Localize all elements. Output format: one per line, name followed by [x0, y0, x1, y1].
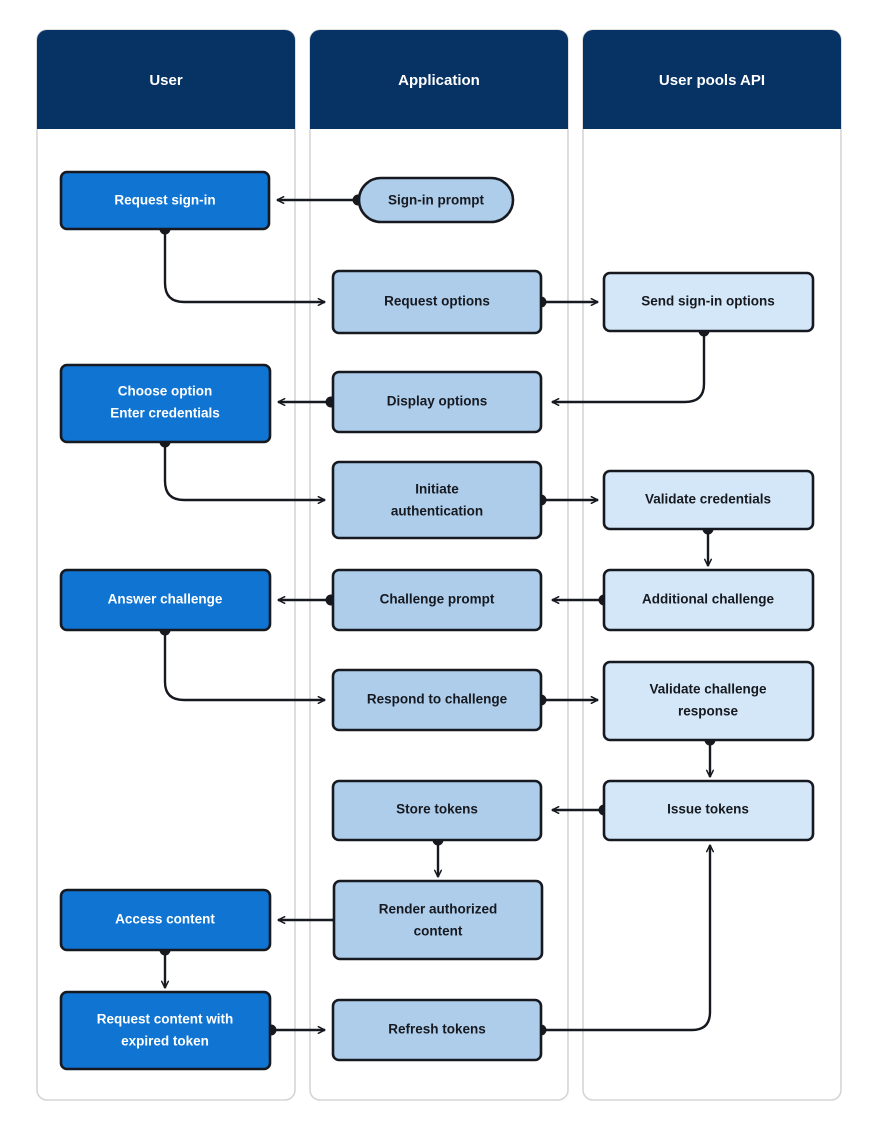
node-display-options[interactable]: Display options: [331, 370, 543, 434]
node-validate-credentials-label: Validate credentials: [645, 492, 771, 507]
node-request-options-label: Request options: [384, 294, 490, 309]
node-display-options-shape[interactable]: [331, 370, 543, 434]
node-request-content-with-expired-token-shape[interactable]: [59, 990, 272, 1071]
lane-api-body: [582, 29, 842, 1101]
node-send-sign-in-options-shape[interactable]: [602, 271, 815, 333]
node-store-tokens-shape[interactable]: [331, 779, 543, 842]
node-initiate-authentication-shape[interactable]: [331, 460, 543, 540]
node-request-sign-in-label: Request sign-in: [114, 193, 215, 208]
lane-application-header: [310, 30, 568, 129]
node-send-sign-in-options[interactable]: Send sign-in options: [602, 271, 815, 333]
node-issue-tokens-label: Issue tokens: [667, 802, 749, 817]
node-refresh-tokens-shape[interactable]: [331, 998, 543, 1062]
node-initiate-authentication-line-1: Initiate: [415, 482, 459, 497]
node-issue-tokens[interactable]: Issue tokens: [602, 779, 815, 842]
node-access-content[interactable]: Access content: [59, 888, 272, 952]
node-render-authorized-content[interactable]: Render authorized content: [332, 879, 544, 961]
node-validate-challenge-response-line-1: Validate challenge: [649, 682, 767, 697]
lane-header-label-application: Application: [398, 72, 480, 89]
node-sign-in-prompt-label: Sign-in prompt: [388, 193, 484, 208]
node-store-tokens[interactable]: Store tokens: [331, 779, 543, 842]
node-additional-challenge[interactable]: Additional challenge: [602, 568, 815, 632]
node-challenge-prompt-label: Challenge prompt: [380, 592, 495, 607]
node-validate-credentials[interactable]: Validate credentials: [602, 469, 815, 531]
node-request-content-with-expired-token[interactable]: Request content with expired token: [59, 990, 272, 1071]
node-display-options-label: Display options: [387, 394, 488, 409]
node-additional-challenge-shape[interactable]: [602, 568, 815, 632]
node-issue-tokens-shape[interactable]: [602, 779, 815, 842]
node-store-tokens-label: Store tokens: [396, 802, 478, 817]
node-challenge-prompt-shape[interactable]: [331, 568, 543, 632]
node-access-content-shape[interactable]: [59, 888, 272, 952]
node-challenge-prompt[interactable]: Challenge prompt: [331, 568, 543, 632]
lane-user-header: [37, 30, 295, 129]
node-request-sign-in[interactable]: Request sign-in: [59, 170, 271, 231]
node-render-authorized-content-line-1: Render authorized: [379, 902, 498, 917]
lane-header-label-user: User: [149, 72, 183, 89]
node-answer-challenge-label: Answer challenge: [108, 592, 223, 607]
node-request-options-shape[interactable]: [331, 269, 543, 335]
node-choose-option-enter-credentials-shape[interactable]: [59, 363, 272, 444]
node-respond-to-challenge[interactable]: Respond to challenge: [331, 668, 543, 732]
node-refresh-tokens-label: Refresh tokens: [388, 1022, 486, 1037]
node-choose-option-line-2: Enter credentials: [110, 406, 220, 421]
node-request-content-line-1: Request content with: [97, 1012, 234, 1027]
node-render-authorized-content-line-2: content: [414, 924, 463, 939]
node-validate-credentials-shape[interactable]: [602, 469, 815, 531]
lane-user: User: [36, 29, 296, 1101]
node-request-content-line-2: expired token: [121, 1034, 209, 1049]
node-send-sign-in-options-label: Send sign-in options: [641, 294, 775, 309]
node-sign-in-prompt[interactable]: Sign-in prompt: [357, 176, 515, 224]
node-respond-to-challenge-label: Respond to challenge: [367, 692, 508, 707]
node-initiate-authentication-line-2: authentication: [391, 504, 483, 519]
node-answer-challenge-shape[interactable]: [59, 568, 272, 632]
node-initiate-authentication[interactable]: Initiate authentication: [331, 460, 543, 540]
node-respond-to-challenge-shape[interactable]: [331, 668, 543, 732]
node-sign-in-prompt-shape[interactable]: [357, 176, 515, 224]
lane-api-header: [583, 30, 841, 129]
lane-api: User pools API: [582, 29, 842, 1101]
node-additional-challenge-label: Additional challenge: [642, 592, 775, 607]
node-refresh-tokens[interactable]: Refresh tokens: [331, 998, 543, 1062]
node-validate-challenge-response-shape[interactable]: [602, 660, 815, 742]
lane-header-label-api: User pools API: [659, 72, 765, 89]
node-render-authorized-content-shape[interactable]: [332, 879, 544, 961]
node-validate-challenge-response[interactable]: Validate challenge response: [602, 660, 815, 742]
node-request-options[interactable]: Request options: [331, 269, 543, 335]
node-validate-challenge-response-line-2: response: [678, 704, 739, 719]
node-request-sign-in-shape[interactable]: [59, 170, 271, 231]
node-choose-option-line-1: Choose option: [118, 384, 213, 399]
node-access-content-label: Access content: [115, 912, 215, 927]
node-choose-option-enter-credentials[interactable]: Choose option Enter credentials: [59, 363, 272, 444]
node-answer-challenge[interactable]: Answer challenge: [59, 568, 272, 632]
